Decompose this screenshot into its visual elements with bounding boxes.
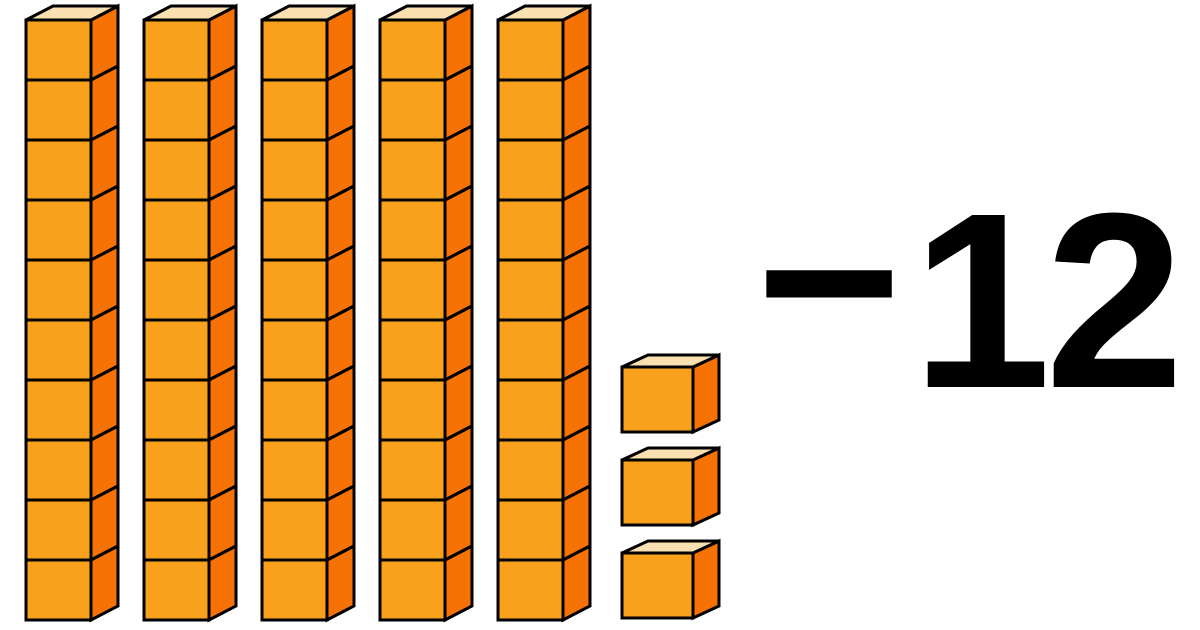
cube-front-face [260,258,329,322]
cube-front-face [142,18,211,82]
cube-front-face [24,198,93,262]
cube-front-face [142,438,211,502]
cube-front-face [24,18,93,82]
cube-front-face [142,138,211,202]
tens-rod [496,3,592,623]
cube-front-face [260,438,329,502]
cube-front-face [260,318,329,382]
ones-cube [620,445,721,528]
cube-front-face [24,438,93,502]
cube-front-face [496,18,565,82]
tens-rod [142,3,238,623]
cube-front-face [24,378,93,442]
cube-front-face [260,138,329,202]
cube-side-face [89,543,120,623]
cube-front-face [496,498,565,562]
cube-front-face [260,18,329,82]
cube-front-face [620,458,695,527]
cube-front-face [24,258,93,322]
cube-front-face [378,498,447,562]
cube-front-face [378,438,447,502]
cube-front-face [260,78,329,142]
cube-front-face [620,551,695,620]
cube-front-face [142,318,211,382]
cube-front-face [496,198,565,262]
cube-front-face [378,138,447,202]
cube-front-face [496,258,565,322]
cube-front-face [378,258,447,322]
cube-front-face [142,558,211,622]
cube-front-face [620,365,695,434]
cube-front-face [260,558,329,622]
cube-front-face [142,258,211,322]
subtraction-label: −12 [756,156,1184,440]
cube-side-face [207,543,238,623]
cube-front-face [260,378,329,442]
cube-front-face [496,138,565,202]
cube-side-face [561,543,592,623]
ones-cube [620,538,721,621]
cube-front-face [496,438,565,502]
cube-front-face [496,558,565,622]
cube-front-face [378,198,447,262]
cube-front-face [378,378,447,442]
cube-front-face [142,78,211,142]
cube-front-face [260,198,329,262]
minus-sign: − [756,141,902,420]
cube-side-face [443,543,474,623]
cube-front-face [24,78,93,142]
cube-front-face [142,198,211,262]
ones-cube [620,352,721,435]
cube-front-face [496,378,565,442]
cube-front-face [378,78,447,142]
cube-front-face [260,498,329,562]
cube-front-face [24,318,93,382]
tens-rod [260,3,356,623]
cube-front-face [378,18,447,82]
tens-rod [24,3,120,623]
cube-front-face [24,558,93,622]
cube-front-face [378,558,447,622]
cube-front-face [496,318,565,382]
cube-front-face [378,318,447,382]
cube-front-face [142,498,211,562]
cube-front-face [24,498,93,562]
cube-side-face [325,543,356,623]
subtrahend-number: 12 [912,161,1184,440]
cube-front-face [24,138,93,202]
cube-front-face [496,78,565,142]
cube-front-face [142,378,211,442]
tens-rod [378,3,474,623]
